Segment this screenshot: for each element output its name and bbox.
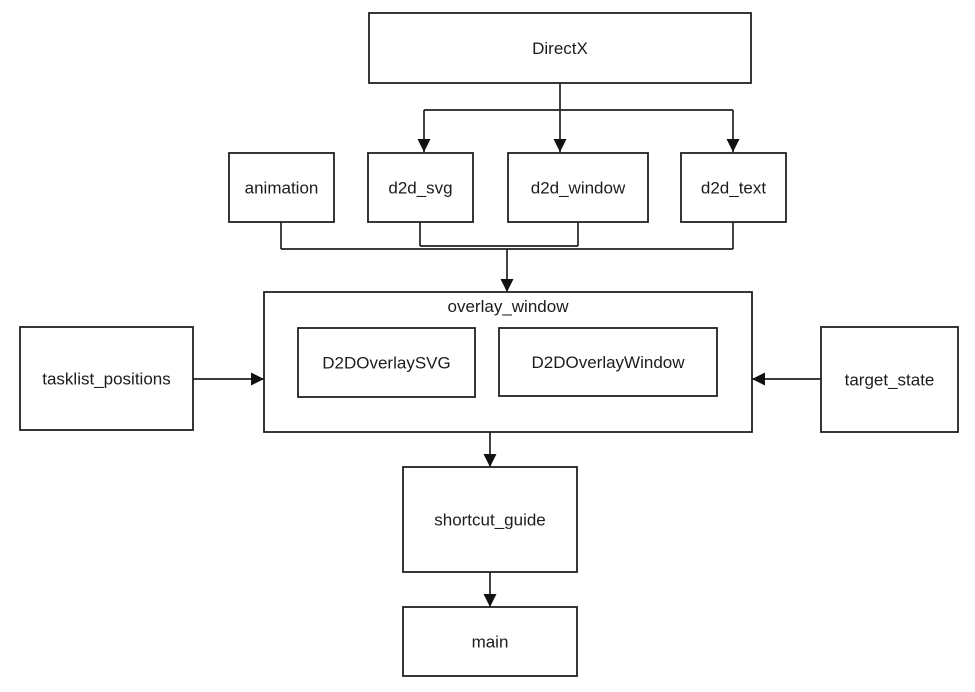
arrowhead-overlay-to-shortcut xyxy=(483,454,497,467)
node-tasklist-positions xyxy=(19,326,194,431)
arrowhead-directx-to-d2d-text xyxy=(726,139,740,152)
node-label-main: main xyxy=(472,633,509,652)
node-d2d-svg xyxy=(367,152,474,223)
node-d2d-text xyxy=(680,152,787,223)
node-d2d-overlay-window xyxy=(498,327,718,397)
arrowhead-bus-to-overlay-window xyxy=(500,279,514,292)
node-label-d2d-window: d2d_window xyxy=(531,179,626,198)
node-label-directx: DirectX xyxy=(532,39,588,58)
node-directx xyxy=(368,12,752,84)
arrowhead-shortcut-to-main xyxy=(483,594,497,607)
node-label-overlay-window: overlay_window xyxy=(448,297,570,316)
arrowhead-tasklist-to-overlay xyxy=(251,372,264,386)
node-label-d2d-svg: d2d_svg xyxy=(388,179,452,198)
node-main xyxy=(402,606,578,677)
arrowhead-target-state-to-overlay xyxy=(752,372,765,386)
node-label-d2d-overlay-window: D2DOverlayWindow xyxy=(531,353,685,372)
node-animation xyxy=(228,152,335,223)
node-label-d2d-text: d2d_text xyxy=(701,179,766,198)
node-label-d2d-overlay-svg: D2DOverlaySVG xyxy=(322,354,450,373)
node-label-shortcut-guide: shortcut_guide xyxy=(434,511,546,530)
node-d2d-overlay-svg xyxy=(297,327,476,398)
arrowhead-directx-to-d2d-svg xyxy=(417,139,431,152)
node-label-tasklist-positions: tasklist_positions xyxy=(42,370,171,389)
arrowhead-directx-to-d2d-window xyxy=(553,139,567,152)
node-label-target-state: target_state xyxy=(845,371,935,390)
node-label-animation: animation xyxy=(245,179,319,198)
node-target-state xyxy=(820,326,959,433)
node-d2d-window xyxy=(507,152,649,223)
node-shortcut-guide xyxy=(402,466,578,573)
